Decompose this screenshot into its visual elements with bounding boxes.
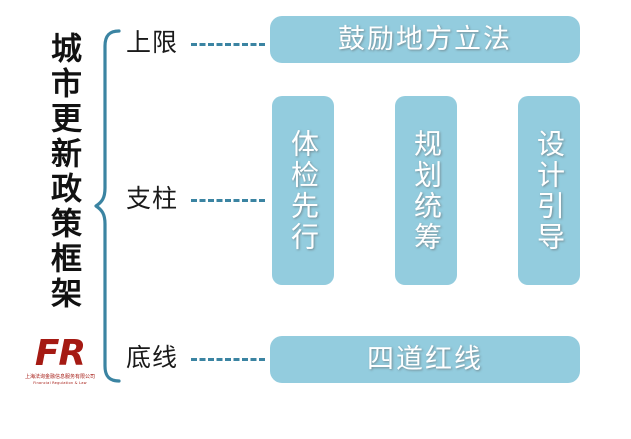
box-top-encourage-local-legislation: 鼓励地方立法 — [270, 16, 580, 63]
connector-dashed-pillar — [191, 199, 265, 202]
category-upper-limit: 上限 — [126, 28, 179, 57]
box-pillar-3: 设计引导 — [518, 96, 580, 285]
box-pillar-2-label: 规划统筹 — [410, 128, 443, 253]
page-title: 城市更新政策框架 — [45, 32, 81, 312]
logo-company-name-cn: 上海法询金融信息服务有限公司 — [24, 374, 95, 380]
connector-dashed-upper-limit — [191, 43, 265, 46]
connector-dashed-bottom-line — [191, 358, 265, 361]
box-bottom-four-red-lines: 四道红线 — [270, 336, 580, 383]
company-logo: FR 上海法询金融信息服务有限公司 Financial Regulation &… — [14, 336, 106, 394]
box-pillar-1: 体检先行 — [272, 96, 334, 285]
grouping-brace — [93, 28, 123, 384]
category-bottom-line: 底线 — [126, 343, 179, 372]
category-pillar: 支柱 — [126, 184, 179, 213]
logo-company-name-en: Financial Regulation & Law — [33, 381, 87, 385]
box-pillar-1-label: 体检先行 — [287, 128, 320, 253]
box-pillar-2: 规划统筹 — [395, 96, 457, 285]
box-bottom-label: 四道红线 — [367, 344, 483, 375]
box-top-label: 鼓励地方立法 — [338, 24, 512, 55]
logo-mark-fr: FR — [34, 333, 86, 374]
box-pillar-3-label: 设计引导 — [533, 128, 566, 253]
